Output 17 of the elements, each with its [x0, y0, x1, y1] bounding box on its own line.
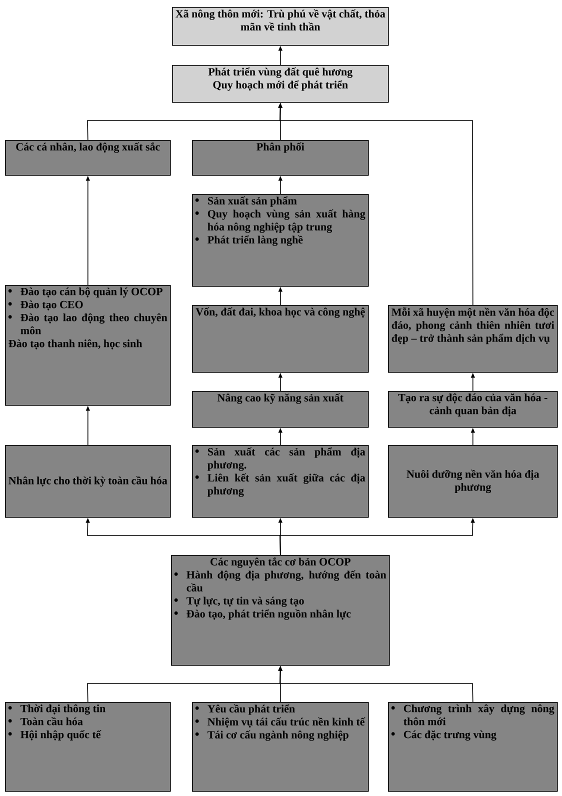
process-box: Nâng cao kỹ năng sản xuất — [192, 391, 369, 428]
process-box: Sản xuất sản phẩm Quy hoạch vùng sản xuất hàng hóa nông nghiệp tập trung Phát triển làng nghề — [192, 194, 369, 287]
process-box: Chương trình xây dựng nông thôn mới Các đặc trưng vùng — [388, 702, 558, 792]
process-box: Đào tạo cán bộ quản lý OCOP Đào tạo CEO Đào tạo lao động theo chuyên môn Đào tạo thanh niên, học sinh — [5, 285, 171, 406]
process-box: Phát triển vùng đất quê hương Quy hoạch mới để phát triển — [172, 65, 389, 103]
process-box: Thời đại thông tin Toàn cầu hóa Hội nhập quốc tế — [5, 702, 171, 792]
process-box: Xã nông thôn mới: Trù phú về vật chất, thỏa mãn về tinh thần — [172, 7, 389, 46]
process-box: Nuôi dưỡng nền văn hóa địa phương — [388, 445, 558, 518]
process-box: Các cá nhân, lao động xuất sắc — [5, 140, 171, 176]
process-box: Yêu cầu phát triển Nhiệm vụ tái cấu trúc nền kinh tế Tái cơ cấu ngành nông nghiệp — [192, 702, 369, 792]
process-box: Vốn, đất đai, khoa học và công nghệ — [192, 305, 369, 373]
process-box: Sản xuất các sản phẩm địa phương. Liên kết sản xuất giữa các địa phương — [192, 445, 369, 518]
process-box: Các nguyên tắc cơ bản OCOP Hành động địa phương, hướng đến toàn cầu Tự lực, tự tin và sáng tạo Đào tạo, phát triển nguồn nhân lực — [171, 555, 390, 666]
process-box: Phân phối — [192, 140, 369, 176]
process-box: Nhân lực cho thời kỳ toàn cầu hóa — [5, 445, 171, 518]
process-box: Mỗi xã huyện một nền văn hóa độc đáo, phong cảnh thiên nhiên tươi đẹp – trở thành sản phẩm dịch vụ — [388, 305, 558, 373]
process-box: Tạo ra sự độc đáo của văn hóa - cảnh quan bản địa — [388, 391, 558, 428]
